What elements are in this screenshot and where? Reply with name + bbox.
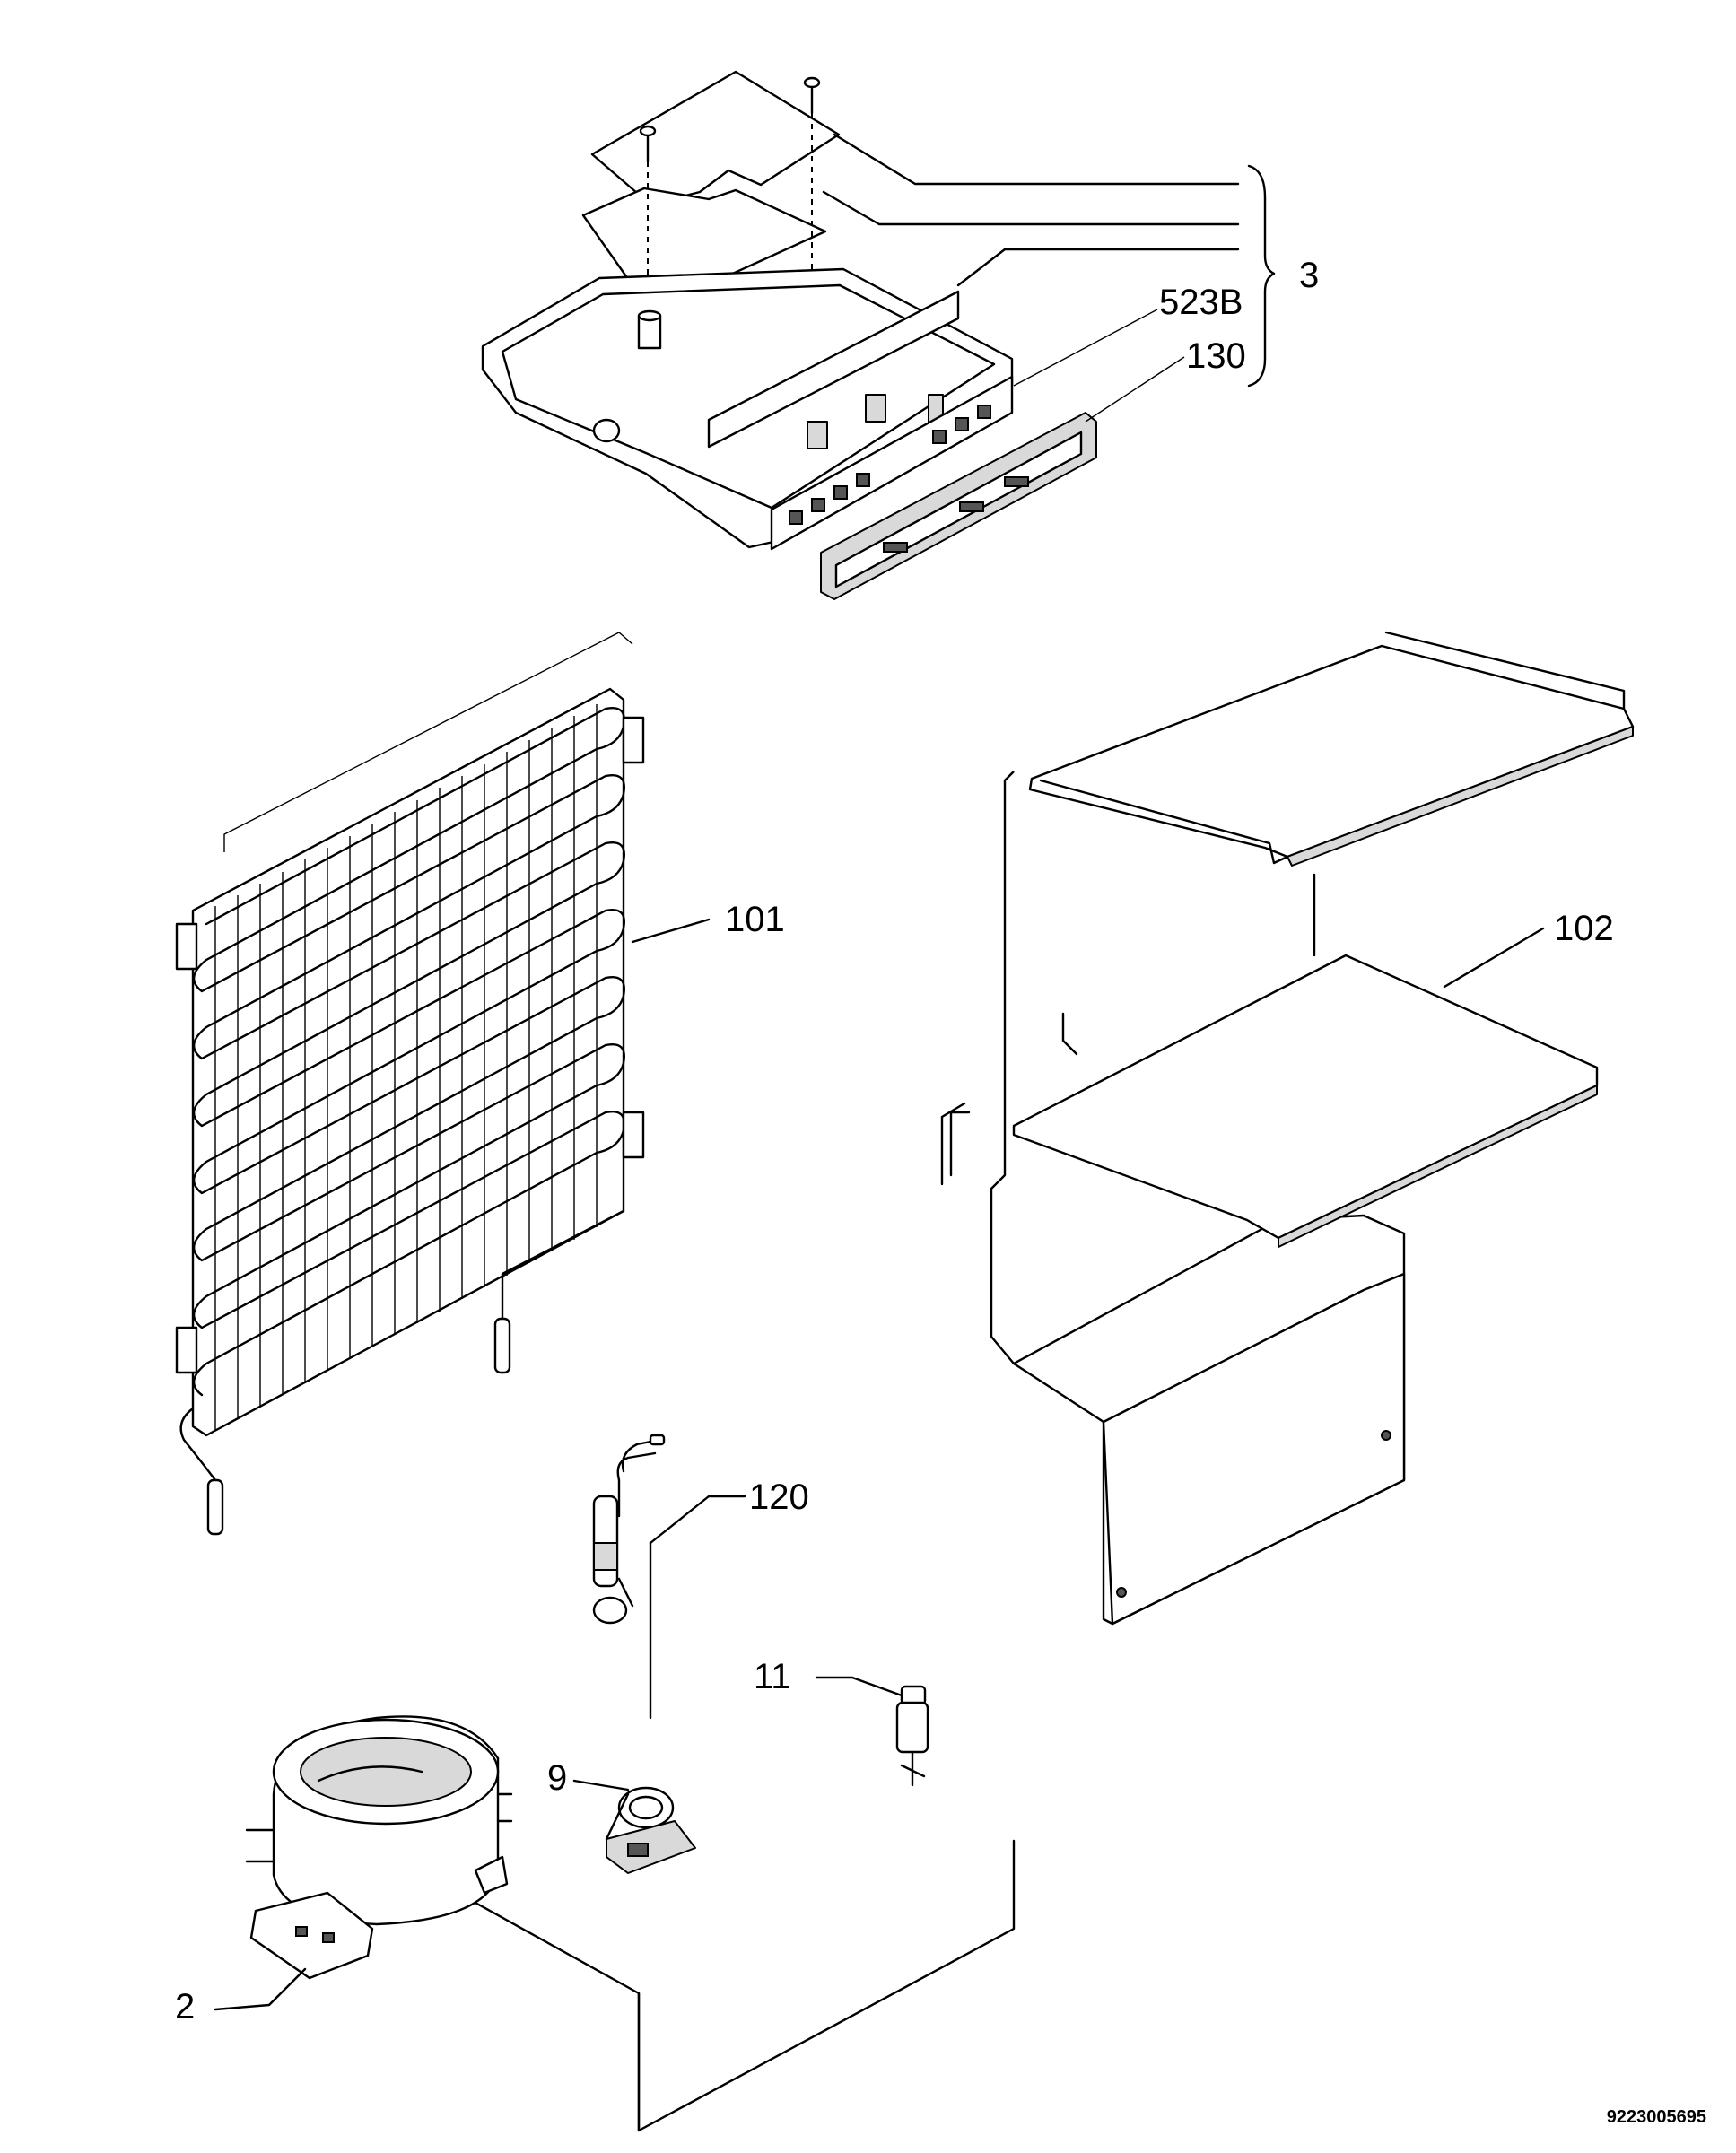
leaders-top (822, 133, 1276, 423)
clamp (605, 1786, 696, 1874)
switch-row (789, 405, 991, 525)
label-130: 130 (1186, 336, 1246, 376)
label-523b: 523B (1159, 283, 1243, 322)
label-9: 9 (547, 1758, 567, 1798)
relay (895, 1685, 929, 1787)
condenser-fins (214, 704, 598, 1431)
fascia-panel (820, 412, 1097, 600)
compressor (245, 1715, 513, 1980)
drawing-code: 9223005695 (1607, 2107, 1706, 2127)
screw-right (803, 76, 821, 115)
screw-left (639, 125, 657, 163)
label-11: 11 (754, 1657, 791, 1696)
label-120: 120 (749, 1477, 809, 1517)
label-2: 2 (175, 1987, 195, 2027)
control-box-assembly (481, 70, 1014, 551)
label-101: 101 (725, 900, 785, 939)
base-outline (415, 1839, 1016, 2132)
label-102: 102 (1554, 909, 1614, 948)
condenser (175, 632, 645, 1536)
thermostat (592, 1434, 666, 1720)
label-3: 3 (1299, 256, 1319, 295)
shelf-bracket (940, 631, 1635, 1626)
